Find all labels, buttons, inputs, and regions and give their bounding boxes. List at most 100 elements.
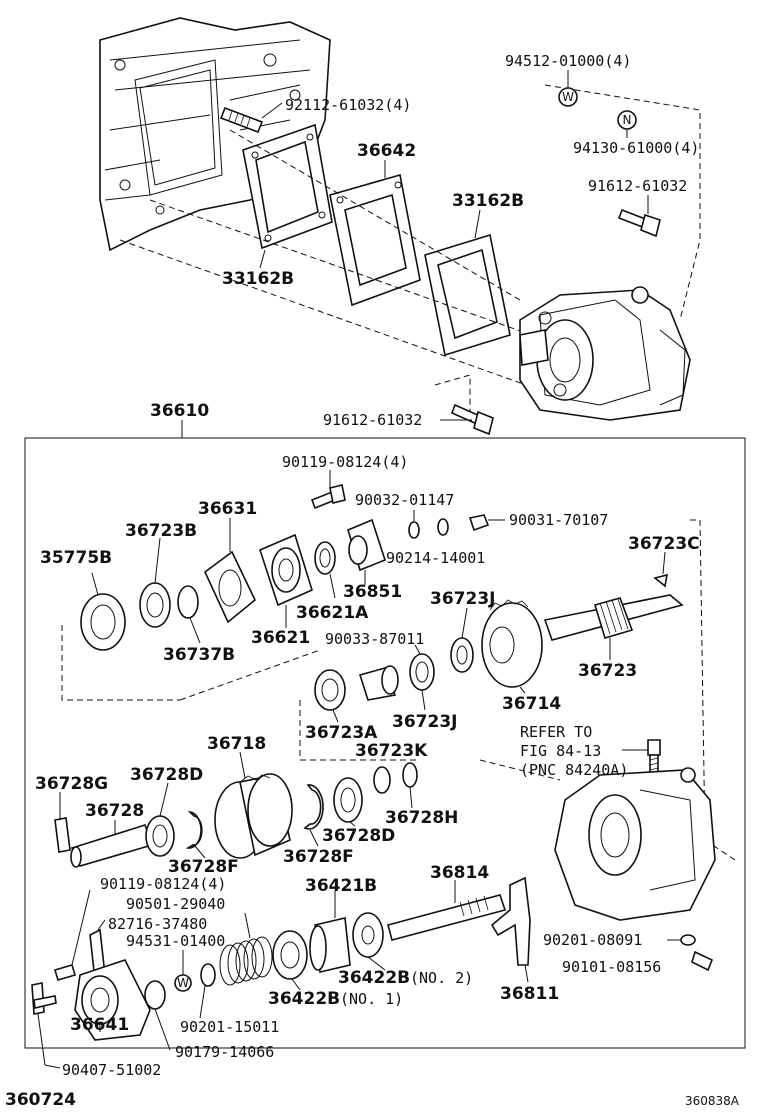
shaft-36728 bbox=[70, 824, 154, 868]
label-36723: 36723 bbox=[578, 661, 637, 681]
shaft-36814 bbox=[387, 894, 507, 941]
svg-text:W: W bbox=[562, 90, 574, 104]
label-36641: 36641 bbox=[70, 1015, 129, 1035]
label-90119-08124-top: 90119-08124(4) bbox=[282, 453, 408, 471]
label-90179-14066: 90179-14066 bbox=[175, 1043, 274, 1061]
page-code: 360838A bbox=[685, 1094, 740, 1108]
label-36728f-mid: 36728F bbox=[283, 847, 354, 867]
piston-36421b bbox=[309, 917, 351, 973]
label-36728f-left: 36728F bbox=[168, 857, 239, 877]
label-36811: 36811 bbox=[500, 984, 559, 1004]
label-91612-61032-top: 91612-61032 bbox=[588, 177, 687, 195]
spacer-36422b-no2 bbox=[352, 912, 384, 958]
label-36610: 36610 bbox=[150, 401, 209, 421]
label-36728g: 36728G bbox=[35, 774, 108, 794]
cover-36621 bbox=[259, 533, 313, 607]
label-94512-01000: 94512-01000(4) bbox=[505, 52, 631, 70]
label-36723a: 36723A bbox=[305, 723, 378, 743]
bearing-36723b bbox=[139, 582, 171, 628]
fitting-90407 bbox=[31, 982, 57, 1015]
snapring-36728f-mid bbox=[303, 784, 324, 830]
label-90119-08124-bottom: 90119-08124(4) bbox=[100, 875, 226, 893]
label-90032-01147: 90032-01147 bbox=[355, 491, 454, 509]
label-refer-to: REFER TO bbox=[520, 723, 592, 741]
label-36422b-no2: 36422B bbox=[338, 968, 410, 988]
gasket-33162b-right bbox=[424, 233, 511, 357]
label-36718: 36718 bbox=[207, 734, 266, 754]
label-94130-61000: 94130-61000(4) bbox=[573, 139, 699, 157]
washer-w-marker: W bbox=[558, 87, 578, 107]
label-90407-51002: 90407-51002 bbox=[62, 1061, 161, 1079]
bolt-91612-top bbox=[617, 208, 661, 238]
bolt-90119-top bbox=[310, 484, 346, 510]
label-36723b: 36723B bbox=[125, 521, 197, 541]
pto-assembly-top bbox=[519, 286, 691, 421]
label-36728h: 36728H bbox=[385, 808, 458, 828]
bolt-84240a bbox=[647, 739, 661, 776]
label-36714: 36714 bbox=[502, 694, 561, 714]
bolt-90101 bbox=[691, 950, 714, 972]
fork-36811 bbox=[490, 876, 531, 966]
figure-number: 360724 bbox=[5, 1090, 76, 1110]
nut-90031 bbox=[468, 514, 490, 532]
washer-90032 bbox=[408, 521, 420, 539]
label-94531-01400: 94531-01400 bbox=[126, 932, 225, 950]
label-36621: 36621 bbox=[251, 628, 310, 648]
label-90033-87011: 90033-87011 bbox=[325, 630, 424, 648]
bearing-36728d-mid bbox=[333, 777, 363, 823]
label-36723k: 36723K bbox=[355, 741, 428, 761]
ring-36737b bbox=[177, 585, 199, 619]
label-fig-84-13: FIG 84-13 bbox=[520, 742, 601, 760]
label-36737b: 36737B bbox=[163, 645, 235, 665]
ring-36728h bbox=[402, 762, 418, 788]
label-36814: 36814 bbox=[430, 863, 489, 883]
gasket-33162b-left bbox=[242, 123, 333, 250]
key-36723c bbox=[653, 573, 669, 588]
label-90501-29040: 90501-29040 bbox=[126, 895, 225, 913]
gasket-36631 bbox=[204, 550, 256, 624]
assembly-box-36610 bbox=[24, 437, 746, 1049]
label-36631: 36631 bbox=[198, 499, 257, 519]
label-36851: 36851 bbox=[343, 582, 402, 602]
gear-36718 bbox=[214, 773, 293, 859]
label-33162b-right: 33162B bbox=[452, 191, 524, 211]
seal-36621a bbox=[314, 541, 336, 575]
svg-text:W: W bbox=[177, 976, 189, 990]
label-36728d-bottom: 36728D bbox=[322, 826, 395, 846]
label-90101-08156: 90101-08156 bbox=[562, 958, 661, 976]
spring-90501 bbox=[219, 936, 273, 986]
shaft-36723 bbox=[543, 594, 684, 641]
bolt-91612-bottom bbox=[450, 403, 494, 436]
label-36421b: 36421B bbox=[305, 876, 377, 896]
label-36621a: 36621A bbox=[296, 603, 369, 623]
oring-90201-15011 bbox=[200, 963, 216, 987]
label-36728d-top: 36728D bbox=[130, 765, 203, 785]
bearing-36723a bbox=[314, 669, 346, 711]
bearing-36728d-left bbox=[145, 815, 175, 857]
label-90201-08091: 90201-08091 bbox=[543, 931, 642, 949]
spacer-36422b-no1 bbox=[272, 930, 308, 980]
bearing-36723j-bottom bbox=[409, 653, 435, 691]
pin-36728g bbox=[54, 817, 71, 853]
svg-text:N: N bbox=[623, 113, 632, 127]
spacer-90033 bbox=[358, 665, 399, 701]
label-82716-37480: 82716-37480 bbox=[108, 915, 207, 933]
label-no2: (NO. 2) bbox=[410, 969, 473, 987]
label-no1: (NO. 1) bbox=[340, 990, 403, 1008]
plate-36642 bbox=[329, 173, 421, 307]
washer-90201-08091 bbox=[680, 934, 696, 946]
snapring-36728f-left bbox=[185, 810, 203, 849]
label-36642: 36642 bbox=[357, 141, 416, 161]
label-36422b-no1: 36422B bbox=[268, 989, 340, 1009]
label-92112-61032: 92112-61032(4) bbox=[285, 96, 411, 114]
housing-lower-right bbox=[554, 767, 716, 921]
label-pnc-84240a: (PNC 84240A) bbox=[520, 761, 628, 779]
bolt-90119-bottom bbox=[54, 964, 76, 981]
cap-36851 bbox=[347, 518, 386, 572]
nut-n-marker: N bbox=[617, 110, 637, 130]
label-36723j-bottom: 36723J bbox=[392, 712, 457, 732]
bearing-36723j-top bbox=[450, 637, 474, 673]
label-36723j-top: 36723J bbox=[430, 589, 495, 609]
gear-36714 bbox=[481, 599, 543, 688]
label-35775b: 35775B bbox=[40, 548, 112, 568]
